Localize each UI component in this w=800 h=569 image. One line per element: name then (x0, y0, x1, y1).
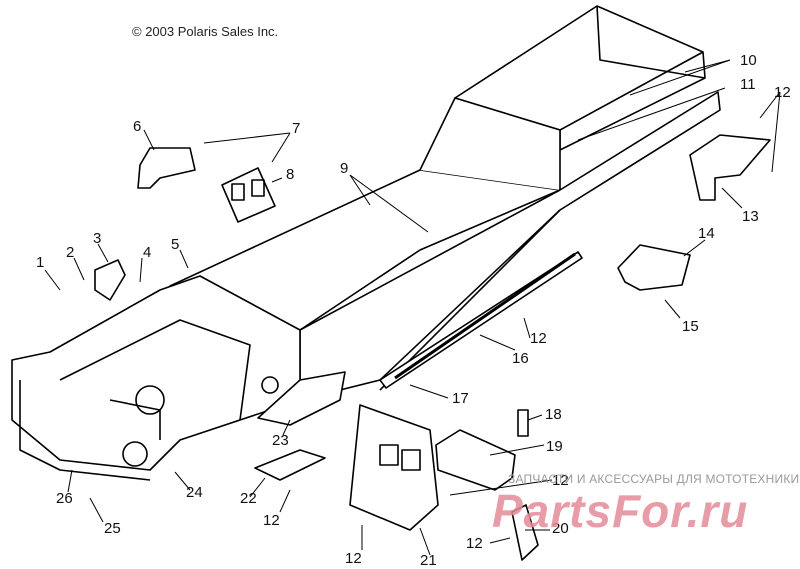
callout-17: 17 (452, 390, 469, 407)
callout-10: 10 (740, 52, 757, 69)
callout-18: 18 (545, 406, 562, 423)
callout-14: 14 (698, 225, 715, 242)
watermark-logo: PartsFor.ru (492, 485, 749, 537)
callout-8: 8 (286, 166, 295, 183)
callout-11: 11 (740, 76, 756, 93)
copyright-text: © 2003 Polaris Sales Inc. (132, 24, 279, 39)
callout-5: 5 (171, 236, 180, 253)
callout-19: 19 (546, 438, 563, 455)
callout-23: 23 (272, 432, 289, 449)
callout-6: 6 (133, 118, 142, 135)
callout-9: 9 (340, 160, 349, 177)
callout-13: 13 (742, 208, 759, 225)
callout-7: 7 (292, 120, 301, 137)
callout-12-a: 12 (774, 84, 791, 101)
callout-12-c: 12 (552, 472, 569, 489)
callout-12-f: 12 (263, 512, 280, 529)
callout-12-b: 12 (530, 330, 547, 347)
callout-25: 25 (104, 520, 121, 537)
callout-1: 1 (36, 254, 45, 271)
callout-2: 2 (66, 244, 75, 261)
callout-22: 22 (240, 490, 257, 507)
callout-26: 26 (56, 490, 73, 507)
callout-16: 16 (512, 350, 529, 367)
callout-20: 20 (552, 520, 569, 537)
leader-lines (44, 59, 781, 556)
watermark-tagline: ЗАПЧАСТИ И АКСЕССУАРЫ ДЛЯ МОТОТЕХНИКИ (508, 472, 800, 486)
callout-12-d: 12 (466, 535, 483, 552)
callout-4: 4 (143, 244, 152, 261)
callout-15: 15 (682, 318, 699, 335)
callout-12-e: 12 (345, 550, 362, 567)
callout-24: 24 (186, 484, 203, 501)
callout-21: 21 (420, 552, 437, 569)
callout-3: 3 (93, 230, 102, 247)
